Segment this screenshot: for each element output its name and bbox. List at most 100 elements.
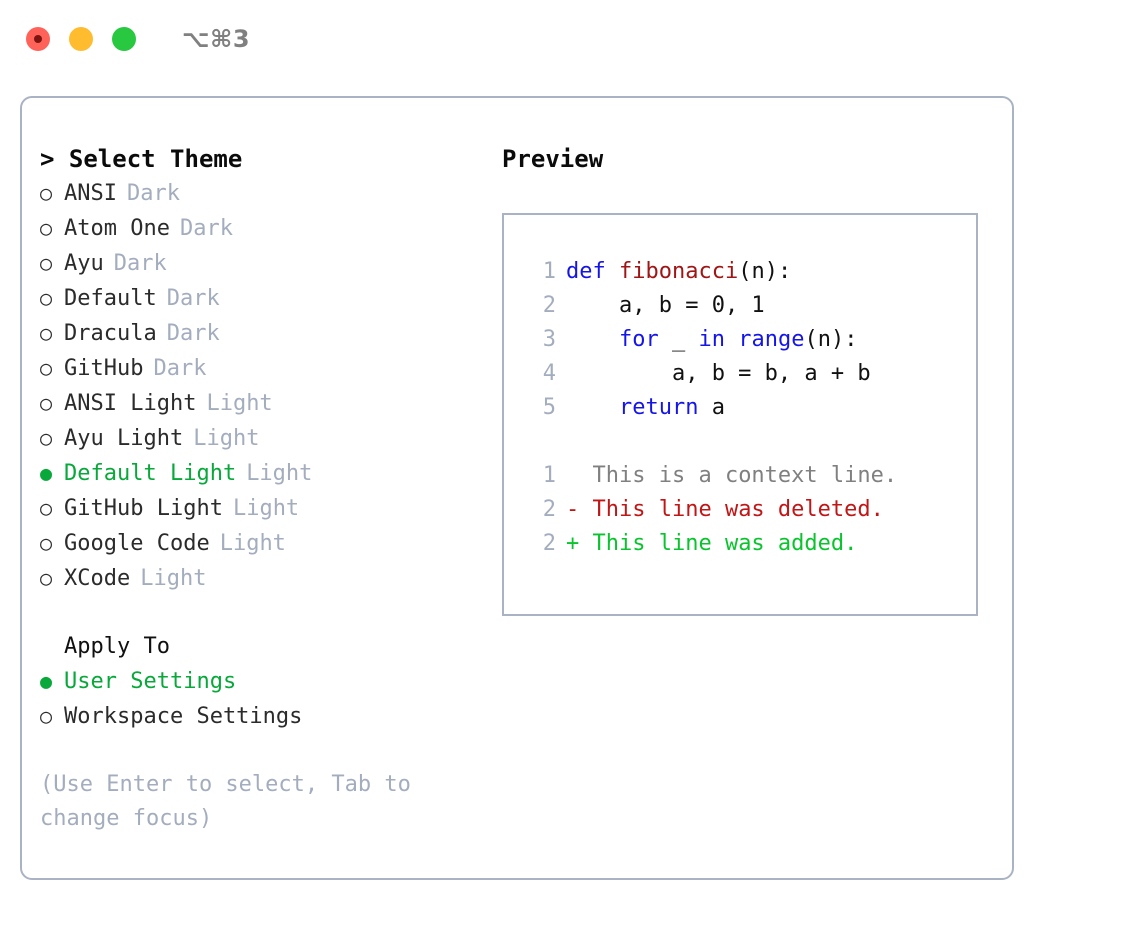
code-token-kw: for — [618, 327, 659, 352]
close-button[interactable] — [26, 27, 50, 51]
apply-to-item-label: User Settings — [64, 669, 237, 694]
apply-to-item-workspace-settings[interactable]: ○ Workspace Settings — [40, 699, 492, 734]
code-token-pl — [566, 395, 619, 420]
code-token-pl: (n): — [804, 327, 858, 352]
code-line-text: for _ in range(n): — [556, 323, 857, 357]
maximize-button[interactable] — [112, 27, 136, 51]
traffic-lights — [26, 27, 136, 51]
diff-sign: + — [566, 531, 580, 556]
theme-item-label: Dracula — [64, 321, 157, 346]
diff-text: This line was added. — [579, 531, 858, 556]
title-bar: ⌥⌘3 — [0, 0, 1140, 78]
apply-to-heading: Apply To — [64, 634, 170, 659]
code-token-kw: return — [618, 395, 699, 420]
theme-item-badge: Light — [219, 531, 286, 556]
diff-line: 2+ This line was added. — [504, 527, 976, 561]
code-line-text: return a — [556, 391, 725, 425]
theme-item-badge: Dark — [126, 181, 180, 206]
theme-item-badge: Light — [193, 426, 260, 451]
diff-line: 1 This is a context line. — [504, 459, 976, 493]
diff-line-number: 2 — [542, 531, 556, 556]
theme-item-badge: Light — [206, 391, 273, 416]
theme-item-label: Ayu — [64, 251, 104, 276]
caret-icon: > — [40, 145, 55, 173]
diff-sample: 1 This is a context line.2- This line wa… — [504, 459, 976, 561]
theme-item-github[interactable]: ○ GitHub Dark — [40, 351, 492, 386]
preview-heading: Preview — [502, 145, 604, 173]
theme-item-label: Default Light — [64, 461, 237, 486]
radio-unselected-icon: ○ — [40, 566, 53, 590]
theme-item-badge: Dark — [153, 356, 207, 381]
radio-selected-icon: ● — [40, 461, 53, 485]
radio-unselected-icon: ○ — [40, 286, 53, 310]
radio-unselected-icon: ○ — [40, 426, 53, 450]
theme-item-badge: Light — [140, 566, 207, 591]
radio-unselected-icon: ○ — [40, 531, 53, 555]
theme-item-ayu-light[interactable]: ○ Ayu Light Light — [40, 421, 492, 456]
radio-unselected-icon: ○ — [40, 496, 53, 520]
diff-line-number: 1 — [542, 463, 556, 488]
code-line: 2 a, b = 0, 1 — [504, 289, 976, 323]
window-title: ⌥⌘3 — [182, 25, 251, 53]
code-token-pl: a, b = 0, 1 — [566, 293, 765, 318]
code-token-kw: range — [738, 327, 805, 352]
theme-item-default[interactable]: ○ Default Dark — [40, 281, 492, 316]
diff-text: This is a context line. — [579, 463, 898, 488]
theme-item-label: Ayu Light — [64, 426, 184, 451]
code-line: 4 a, b = b, a + b — [504, 357, 976, 391]
code-line-text: a, b = 0, 1 — [556, 289, 765, 323]
code-token-pl: (n): — [738, 259, 792, 284]
apply-to-item-user-settings[interactable]: ●User Settings — [40, 664, 492, 699]
radio-unselected-icon: ○ — [40, 704, 53, 728]
code-token-pl: _ — [658, 327, 699, 352]
apply-to-item-label: Workspace Settings — [64, 704, 303, 729]
radio-unselected-icon: ○ — [40, 216, 53, 240]
theme-item-label: GitHub — [64, 356, 144, 381]
theme-item-badge: Dark — [179, 216, 233, 241]
radio-unselected-icon: ○ — [40, 321, 53, 345]
code-line-number: 3 — [542, 327, 556, 352]
diff-sign — [566, 463, 579, 488]
theme-item-atom-one[interactable]: ○ Atom One Dark — [40, 211, 492, 246]
theme-item-label: ANSI — [64, 181, 117, 206]
code-token-kw: in — [698, 327, 725, 352]
code-line-number: 1 — [542, 259, 556, 284]
select-theme-heading: > Select Theme — [40, 142, 492, 176]
minimize-button[interactable] — [69, 27, 93, 51]
theme-item-label: Atom One — [64, 216, 170, 241]
radio-unselected-icon: ○ — [40, 391, 53, 415]
diff-line-text: + This line was added. — [556, 527, 857, 561]
code-line-text: a, b = b, a + b — [556, 357, 871, 391]
theme-item-label: Default — [64, 286, 157, 311]
code-token-pl: a, b = b, a + b — [566, 361, 871, 386]
theme-item-label: GitHub Light — [64, 496, 223, 521]
code-token-pl — [725, 327, 738, 352]
code-line-number: 2 — [542, 293, 556, 318]
theme-item-badge: Dark — [166, 286, 220, 311]
radio-unselected-icon: ○ — [40, 356, 53, 380]
diff-spacer — [504, 425, 976, 459]
radio-unselected-icon: ○ — [40, 251, 53, 275]
diff-text: This line was deleted. — [579, 497, 884, 522]
diff-line-number: 2 — [542, 497, 556, 522]
diff-line-text: This is a context line. — [556, 459, 897, 493]
code-line: 3 for _ in range(n): — [504, 323, 976, 357]
code-token-pl — [566, 327, 619, 352]
code-line-number: 5 — [542, 395, 556, 420]
code-token-kw: def — [566, 259, 619, 284]
